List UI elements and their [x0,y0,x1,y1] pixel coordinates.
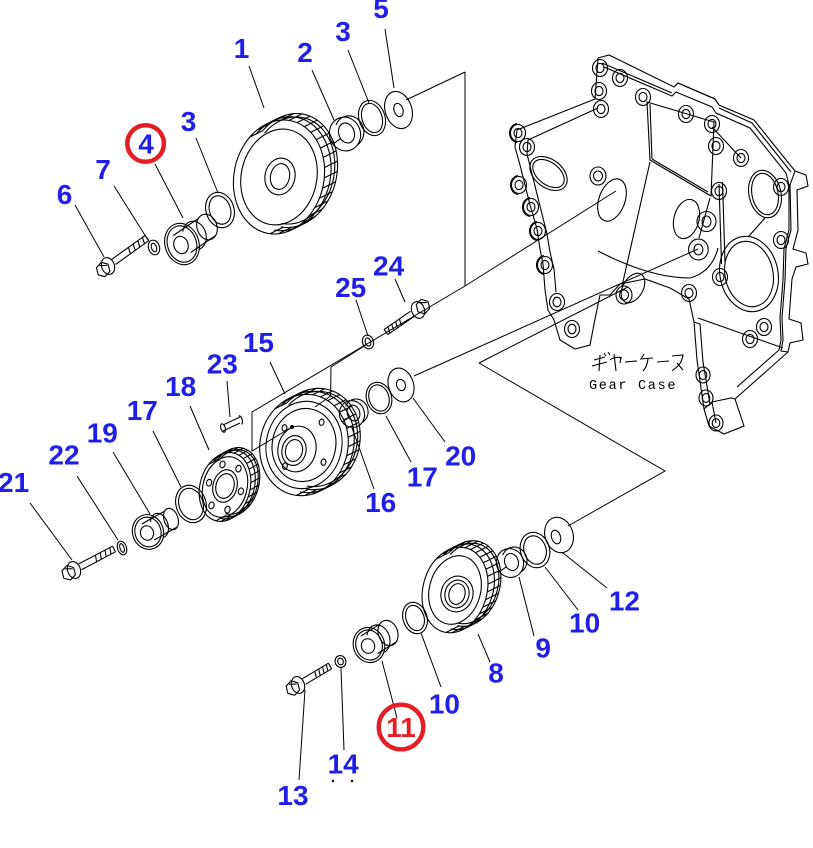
svg-text:2: 2 [297,37,313,68]
svg-text:25: 25 [335,272,366,303]
svg-text:17: 17 [407,462,438,493]
svg-text:4: 4 [138,129,154,160]
svg-text:23: 23 [207,349,238,380]
svg-text:24: 24 [373,251,405,282]
svg-text:19: 19 [87,417,118,448]
svg-text:10: 10 [429,689,460,720]
svg-text:7: 7 [95,154,111,185]
svg-text:5: 5 [373,0,389,24]
svg-text:8: 8 [488,658,504,689]
svg-text:15: 15 [243,327,274,358]
svg-text:6: 6 [57,179,73,210]
svg-text:1: 1 [234,33,250,64]
svg-text:14: 14 [328,748,360,779]
svg-text:21: 21 [0,467,29,498]
svg-text:11: 11 [386,712,416,743]
svg-text:10: 10 [569,608,600,639]
svg-text:16: 16 [365,487,396,518]
svg-text:Gear Case: Gear Case [589,379,677,394]
svg-text:13: 13 [277,780,308,811]
svg-text:17: 17 [127,395,158,426]
svg-text:12: 12 [609,585,640,616]
svg-text:3: 3 [335,16,351,47]
svg-text:22: 22 [48,440,79,471]
svg-text:3: 3 [181,106,197,137]
svg-text:18: 18 [165,371,196,402]
svg-text:20: 20 [445,441,476,472]
svg-text:9: 9 [535,633,551,664]
